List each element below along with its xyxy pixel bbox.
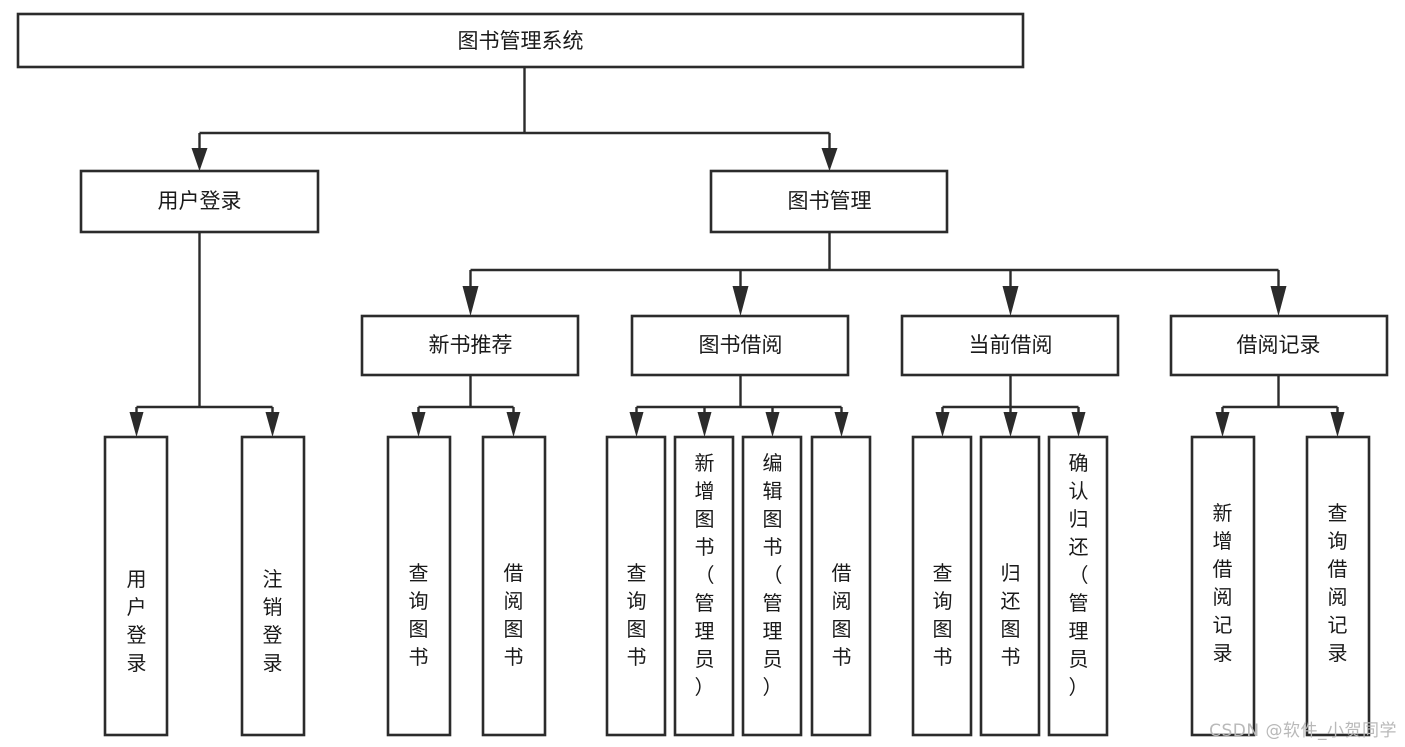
leaf-node-borrow-book-2-box	[810, 435, 872, 737]
arrow-to-current-borrow	[1002, 286, 1019, 316]
leaf-node-borrow-book-1-label: 借阅图书	[504, 561, 524, 669]
connectors-newbook-to-leaves	[411, 375, 521, 437]
leaf-node-query-book-1[interactable]: 查询图书	[386, 435, 452, 737]
connectors-userlogin-to-leaves	[129, 232, 280, 437]
node-current-borrow-label: 当前借阅	[969, 333, 1053, 357]
node-book-borrow[interactable]: 图书借阅	[630, 314, 850, 377]
arrow-to-new-book-recommend	[462, 286, 479, 316]
arrow-to-leaf-return-book	[1003, 412, 1018, 437]
csdn-watermark: CSDN @软件_小贺同学	[1209, 721, 1397, 741]
leaf-node-add-record-box	[1190, 435, 1256, 737]
arrow-to-leaf-add-record	[1215, 412, 1230, 437]
node-current-borrow[interactable]: 当前借阅	[900, 314, 1120, 377]
arrow-to-leaf-query-book-2	[629, 412, 644, 437]
leaf-node-query-book-1-label: 查询图书	[409, 561, 429, 669]
leaf-node-add-book[interactable]: 新增图书（管理员）	[673, 435, 735, 737]
arrow-to-leaf-edit-book	[765, 412, 780, 437]
arrow-to-leaf-confirm-return	[1071, 412, 1086, 437]
arrow-to-borrow-record	[1270, 286, 1287, 316]
leaf-node-return-book[interactable]: 归还图书	[979, 435, 1041, 737]
leaf-node-query-book-3[interactable]: 查询图书	[911, 435, 973, 737]
arrow-to-book-manage	[821, 148, 838, 171]
leaf-node-query-book-2-box	[605, 435, 667, 737]
leaf-node-query-record-label: 查询借阅记录	[1328, 501, 1348, 665]
node-root-box	[16, 12, 1025, 69]
leaf-node-return-book-box	[979, 435, 1041, 737]
connectors-borrowrecord-to-leaves	[1215, 375, 1345, 437]
arrow-to-leaf-add-book	[697, 412, 712, 437]
leaf-node-add-book-box	[673, 435, 735, 737]
leaf-node-query-book-2[interactable]: 查询图书	[605, 435, 667, 737]
connectors-currentborrow-to-leaves	[935, 375, 1086, 437]
leaf-node-user-login-label: 用户登录	[127, 567, 147, 675]
leaf-node-logout-login-label: 注销登录	[263, 567, 283, 675]
connectors-bookborrow-to-leaves	[629, 375, 849, 437]
node-borrow-record-label: 借阅记录	[1237, 333, 1321, 357]
leaf-node-user-login[interactable]: 用户登录	[103, 435, 169, 737]
arrow-to-leaf-borrow-book-1	[506, 412, 521, 437]
leaf-node-query-book-3-box	[911, 435, 973, 737]
leaf-node-logout-login-box	[240, 435, 306, 737]
leaf-node-edit-book[interactable]: 编辑图书（管理员）	[741, 435, 803, 737]
arrow-to-leaf-logout-login	[265, 412, 280, 437]
node-new-book-recommend-box	[360, 314, 580, 377]
leaf-node-query-book-1-box	[386, 435, 452, 737]
leaf-node-confirm-return[interactable]: 确认归还（管理员）	[1047, 435, 1109, 737]
node-new-book-recommend-label: 新书推荐	[429, 333, 513, 357]
node-current-borrow-box	[900, 314, 1120, 377]
leaf-node-add-record-label: 新增借阅记录	[1213, 501, 1233, 665]
leaf-node-borrow-book-1-box	[481, 435, 547, 737]
leaf-node-logout-login[interactable]: 注销登录	[240, 435, 306, 737]
arrow-to-leaf-borrow-book-2	[834, 412, 849, 437]
node-borrow-record-box	[1169, 314, 1389, 377]
arrow-to-book-borrow	[732, 286, 749, 316]
node-user-login[interactable]: 用户登录	[79, 169, 320, 234]
node-root-label: 图书管理系统	[458, 29, 584, 53]
leaf-node-query-book-2-label: 查询图书	[627, 561, 647, 669]
leaf-node-confirm-return-box	[1047, 435, 1109, 737]
node-new-book-recommend[interactable]: 新书推荐	[360, 314, 580, 377]
leaf-node-add-record[interactable]: 新增借阅记录	[1190, 435, 1256, 737]
node-book-borrow-box	[630, 314, 850, 377]
arrow-to-leaf-user-login	[129, 412, 144, 437]
leaf-node-query-book-3-label: 查询图书	[933, 561, 953, 669]
node-user-login-label: 用户登录	[158, 189, 242, 213]
arrow-to-leaf-query-book-1	[411, 412, 426, 437]
leaf-node-confirm-return-label: 确认归还（管理员）	[1069, 451, 1089, 699]
leaf-node-add-book-label: 新增图书（管理员）	[695, 451, 715, 699]
leaf-node-edit-book-box	[741, 435, 803, 737]
leaf-node-query-record[interactable]: 查询借阅记录	[1305, 435, 1371, 737]
leaf-node-return-book-label: 归还图书	[1001, 561, 1021, 669]
leaf-node-edit-book-label: 编辑图书（管理员）	[763, 451, 783, 699]
arrow-to-leaf-query-book-3	[935, 412, 950, 437]
node-user-login-box	[79, 169, 320, 234]
leaf-node-borrow-book-2[interactable]: 借阅图书	[810, 435, 872, 737]
node-root[interactable]: 图书管理系统	[16, 12, 1025, 69]
connectors-root-to-level2	[191, 67, 838, 171]
leaf-node-borrow-book-2-label: 借阅图书	[832, 561, 852, 669]
leaf-node-query-record-box	[1305, 435, 1371, 737]
node-borrow-record[interactable]: 借阅记录	[1169, 314, 1389, 377]
leaf-nodes-group: 用户登录 注销登录 查询图书 借阅图书 查询图书 新增图书（管理员）	[103, 435, 1371, 737]
connectors-bookmanage-to-level3	[462, 232, 1287, 316]
leaf-node-borrow-book-1[interactable]: 借阅图书	[481, 435, 547, 737]
node-book-manage-label: 图书管理	[788, 189, 872, 213]
node-book-manage-box	[709, 169, 949, 234]
node-book-borrow-label: 图书借阅	[699, 333, 783, 357]
arrow-to-user-login	[191, 148, 208, 171]
leaf-node-user-login-box	[103, 435, 169, 737]
node-book-manage[interactable]: 图书管理	[709, 169, 949, 234]
arrow-to-leaf-query-record	[1330, 412, 1345, 437]
